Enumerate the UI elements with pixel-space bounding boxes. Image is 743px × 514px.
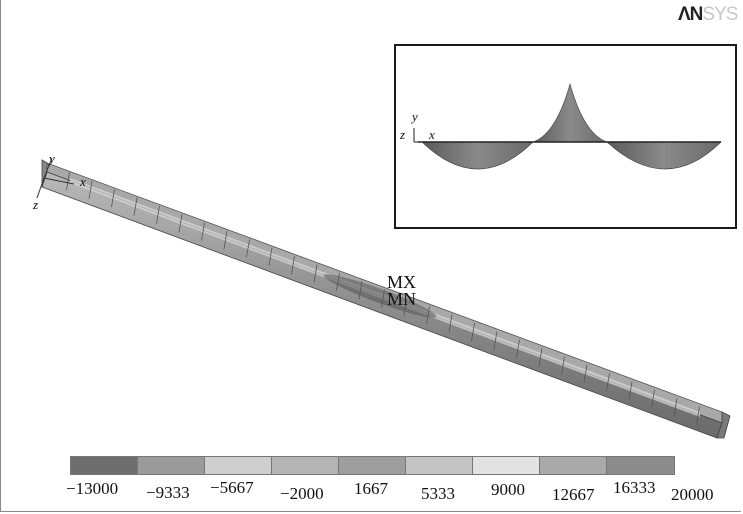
beam-stiffeners bbox=[66, 172, 700, 425]
legend-tick-4: −2000 bbox=[280, 484, 324, 503]
stiffener-line bbox=[178, 214, 183, 233]
moment-diagram-inset: y z x bbox=[394, 44, 737, 229]
stiffener-line bbox=[336, 272, 340, 291]
stiffener-line bbox=[426, 306, 430, 325]
inset-x-axis-label: x bbox=[429, 127, 435, 142]
legend-color-band-6 bbox=[406, 457, 473, 474]
legend-color-band-8 bbox=[540, 457, 607, 474]
stiffener-line bbox=[538, 348, 543, 367]
moment-diagram bbox=[413, 82, 722, 170]
model-triad bbox=[36, 157, 75, 199]
stiffener-line bbox=[606, 373, 610, 392]
stiffener-line bbox=[223, 230, 228, 249]
stiffener-line bbox=[381, 289, 385, 308]
legend-tick-3: −5667 bbox=[210, 478, 254, 497]
legend-tick-8: 12667 bbox=[552, 485, 595, 504]
stiffener-line bbox=[628, 381, 633, 400]
model-x-axis-label: x bbox=[80, 174, 86, 189]
legend-tick-9: 16333 bbox=[613, 478, 656, 497]
stiffener-line bbox=[471, 322, 475, 342]
legend-tick-2: −9333 bbox=[146, 483, 190, 502]
legend-color-band-1 bbox=[71, 457, 138, 474]
legend-tick-6: 5333 bbox=[421, 484, 455, 503]
legend-color-band-3 bbox=[205, 457, 272, 474]
contour-legend-bar bbox=[70, 456, 675, 475]
center-positive-peak bbox=[532, 82, 608, 143]
legend-color-band-7 bbox=[473, 457, 540, 474]
left-negative-lobe bbox=[421, 141, 534, 170]
stiffener-line bbox=[516, 339, 520, 358]
inset-y-axis-label: y bbox=[412, 109, 418, 124]
min-marker-label: MN bbox=[387, 289, 417, 309]
legend-tick-5: 1667 bbox=[354, 479, 388, 498]
stiffener-line bbox=[246, 239, 250, 258]
stiffener-line bbox=[291, 255, 295, 275]
ansys-logo: ΛNSYS bbox=[678, 4, 738, 25]
stiffener-line bbox=[111, 189, 115, 208]
stiffener-line bbox=[651, 389, 655, 408]
legend-color-band-4 bbox=[272, 457, 339, 474]
right-negative-lobe bbox=[606, 141, 722, 170]
stiffener-line bbox=[66, 172, 70, 191]
stiffener-line bbox=[268, 247, 273, 266]
stiffener-line bbox=[493, 331, 498, 350]
stiffener-line bbox=[133, 197, 138, 216]
legend-color-band-2 bbox=[138, 457, 205, 474]
stiffener-line bbox=[561, 356, 565, 375]
inset-z-axis-label: z bbox=[400, 127, 406, 142]
stiffener-line bbox=[313, 264, 318, 283]
stiffener-line bbox=[696, 406, 700, 425]
stiffener-line bbox=[448, 314, 453, 333]
legend-color-band-5 bbox=[339, 457, 406, 474]
stiffener-line bbox=[201, 222, 205, 241]
stiffener-line bbox=[403, 297, 408, 316]
stiffener-line bbox=[358, 281, 363, 300]
model-y-axis-label: y bbox=[49, 151, 55, 166]
model-z-axis-label: z bbox=[33, 197, 39, 212]
stiffener-line bbox=[88, 180, 93, 199]
legend-tick-7: 9000 bbox=[491, 480, 525, 499]
legend-tick-10: 20000 bbox=[671, 485, 714, 504]
max-marker-label: MX bbox=[387, 272, 417, 292]
legend-color-band-9 bbox=[607, 457, 674, 474]
stiffener-line bbox=[156, 205, 160, 224]
legend-tick-1: −13000 bbox=[66, 479, 119, 498]
stiffener-line bbox=[673, 398, 678, 417]
stiffener-line bbox=[583, 364, 588, 383]
